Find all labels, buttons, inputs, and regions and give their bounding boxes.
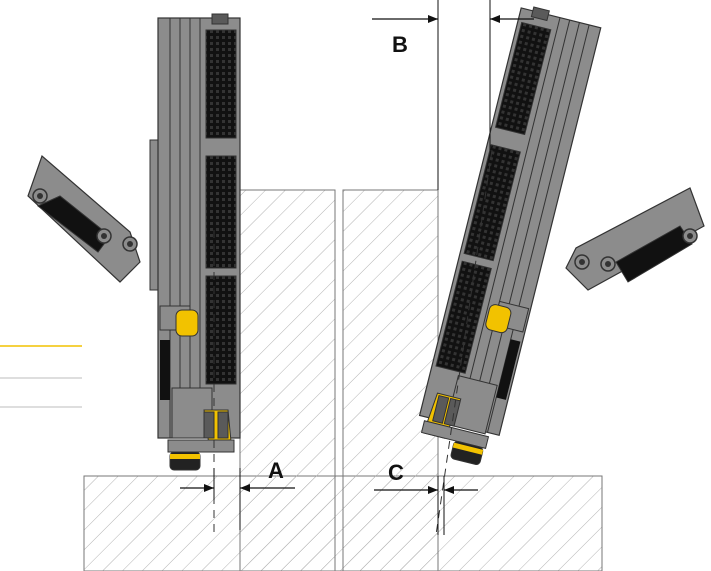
dimension-b: B	[372, 0, 534, 190]
left-rig-tracks	[205, 29, 237, 385]
right-drilling-rig	[418, 6, 705, 536]
dimension-c: C	[374, 460, 478, 535]
right-rig-base	[420, 300, 530, 466]
right-rig-tracks	[435, 21, 552, 374]
label-a: A	[268, 458, 284, 483]
legend-lines	[0, 345, 82, 408]
right-wall-panel	[342, 189, 439, 571]
label-c: C	[388, 460, 404, 485]
right-rig-arm	[565, 187, 705, 291]
label-b: B	[392, 32, 408, 57]
dimension-a: A	[180, 458, 295, 530]
left-wall-panel	[239, 189, 336, 571]
right-drill-axis	[435, 149, 493, 536]
left-drilling-rig	[27, 13, 241, 535]
left-rig-base	[159, 305, 235, 471]
left-rig-arm	[27, 154, 141, 283]
